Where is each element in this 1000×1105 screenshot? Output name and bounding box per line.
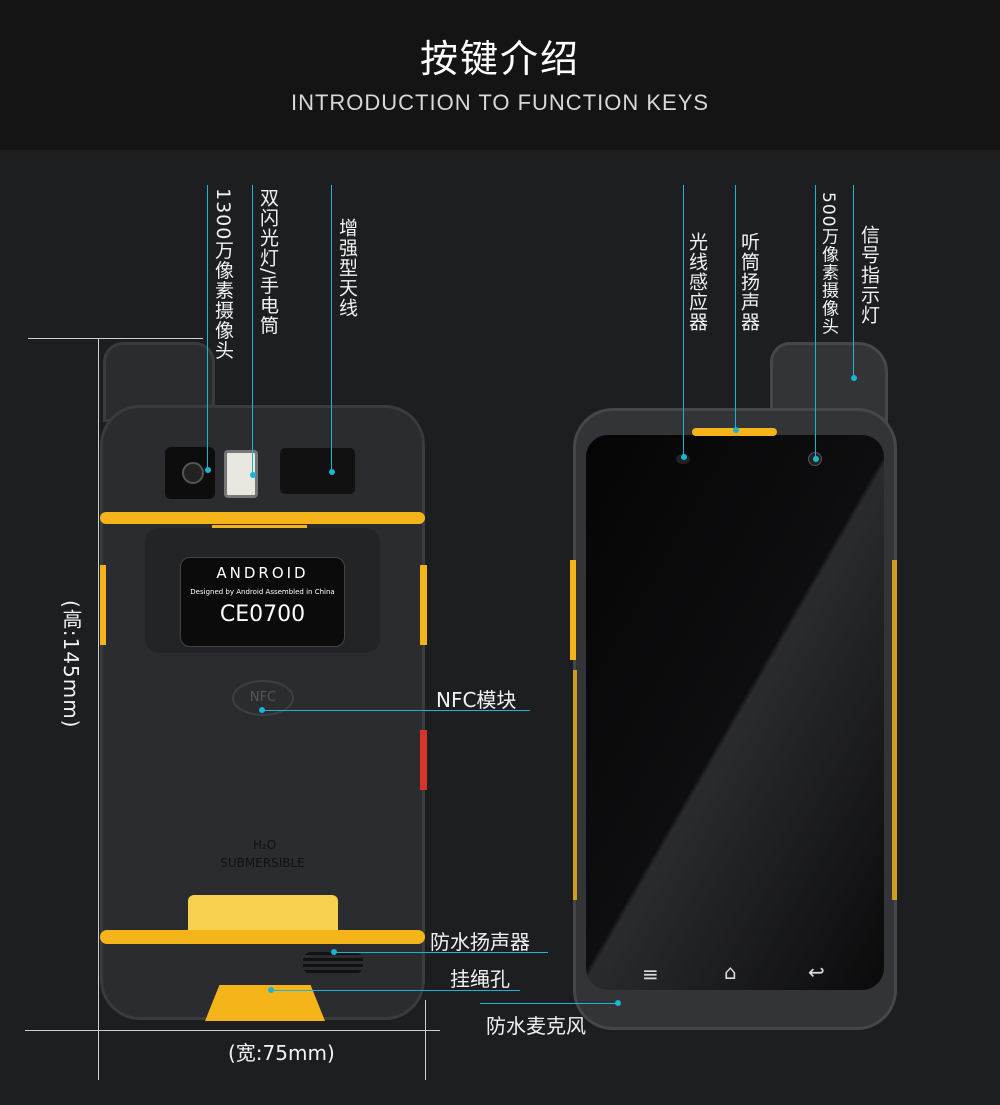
callout-line-speaker <box>333 952 548 953</box>
callout-dot <box>331 949 337 955</box>
label-indicator: 信号指示灯 <box>858 225 880 325</box>
side-key-front-left[interactable] <box>570 560 576 660</box>
side-trim-left <box>573 670 577 900</box>
submersible-text: SUBMERSIBLE <box>220 856 305 870</box>
label-light-sensor: 光线感应器 <box>686 232 708 332</box>
label-camera-13mp: 1300万像素摄像头 <box>212 188 234 361</box>
label-camera-5mp: 500万像素摄像头 <box>818 192 838 336</box>
callout-line-indicator <box>853 185 854 378</box>
home-icon[interactable]: ⌂ <box>724 960 737 984</box>
callout-line-earpiece <box>735 185 736 430</box>
page-subtitle: INTRODUCTION TO FUNCTION KEYS <box>290 90 710 115</box>
label-earpiece: 听筒扬声器 <box>738 232 760 332</box>
label-mic: 防水麦克风 <box>486 1014 586 1038</box>
width-dimension: (宽:75mm) <box>228 1041 335 1065</box>
h2o-text: H₂O <box>252 838 277 852</box>
back-icon[interactable]: ↩ <box>808 960 825 984</box>
nfc-logo: NFC <box>232 680 294 716</box>
callout-line-antenna <box>331 185 332 472</box>
speaker-grille <box>303 952 363 974</box>
ptt-key[interactable] <box>420 730 427 790</box>
page-title: 按键介绍 <box>419 37 580 81</box>
side-key-left[interactable] <box>100 565 106 645</box>
antenna-contacts <box>280 448 355 494</box>
callout-dot <box>205 467 211 473</box>
callout-dot <box>268 987 274 993</box>
label-speaker: 防水扬声器 <box>430 930 530 954</box>
side-key-right[interactable] <box>420 565 427 645</box>
rubber-band-bottom <box>100 930 425 944</box>
callout-line-nfc <box>262 710 530 711</box>
label-lanyard: 挂绳孔 <box>450 967 510 991</box>
lanyard-hole <box>205 985 325 1021</box>
ce-mark: CE0700 <box>219 602 306 627</box>
camera-lens-icon <box>182 462 204 484</box>
header <box>0 0 1000 150</box>
callout-line-lanyard <box>270 990 520 991</box>
callout-dot <box>851 375 857 381</box>
label-nfc: NFC模块 <box>436 688 517 712</box>
callout-line-front-camera <box>815 185 816 459</box>
callout-dot <box>681 454 687 460</box>
device-label-plate: ANDROID Designed by Android Assembled in… <box>180 557 345 647</box>
assembly-text: Designed by Android Assembled in China <box>190 588 335 596</box>
callout-dot <box>733 427 739 433</box>
callout-line-mic <box>480 1003 618 1004</box>
rubber-band-top <box>100 512 425 524</box>
height-dimension: (高:145mm) <box>59 600 83 729</box>
callout-line-camera <box>207 185 208 470</box>
label-antenna: 增强型天线 <box>336 218 358 318</box>
dimension-line-top <box>28 338 203 339</box>
dimension-line-height <box>98 338 99 1080</box>
side-trim-right <box>892 560 897 900</box>
callout-dot <box>615 1000 621 1006</box>
callout-dot <box>329 469 335 475</box>
callout-line-light-sensor <box>683 185 684 457</box>
label-flash: 双闪光灯/手电筒 <box>257 188 279 336</box>
dimension-line-bottom <box>25 1030 440 1031</box>
dimension-line-width-right <box>425 1000 426 1080</box>
brand-logo: ANDROID <box>216 564 309 582</box>
callout-line-flash <box>252 185 253 475</box>
callout-dot <box>813 456 819 462</box>
menu-icon[interactable]: ≡ <box>642 962 659 986</box>
callout-dot <box>259 707 265 713</box>
phone-screen <box>586 435 884 990</box>
callout-dot <box>250 472 256 478</box>
